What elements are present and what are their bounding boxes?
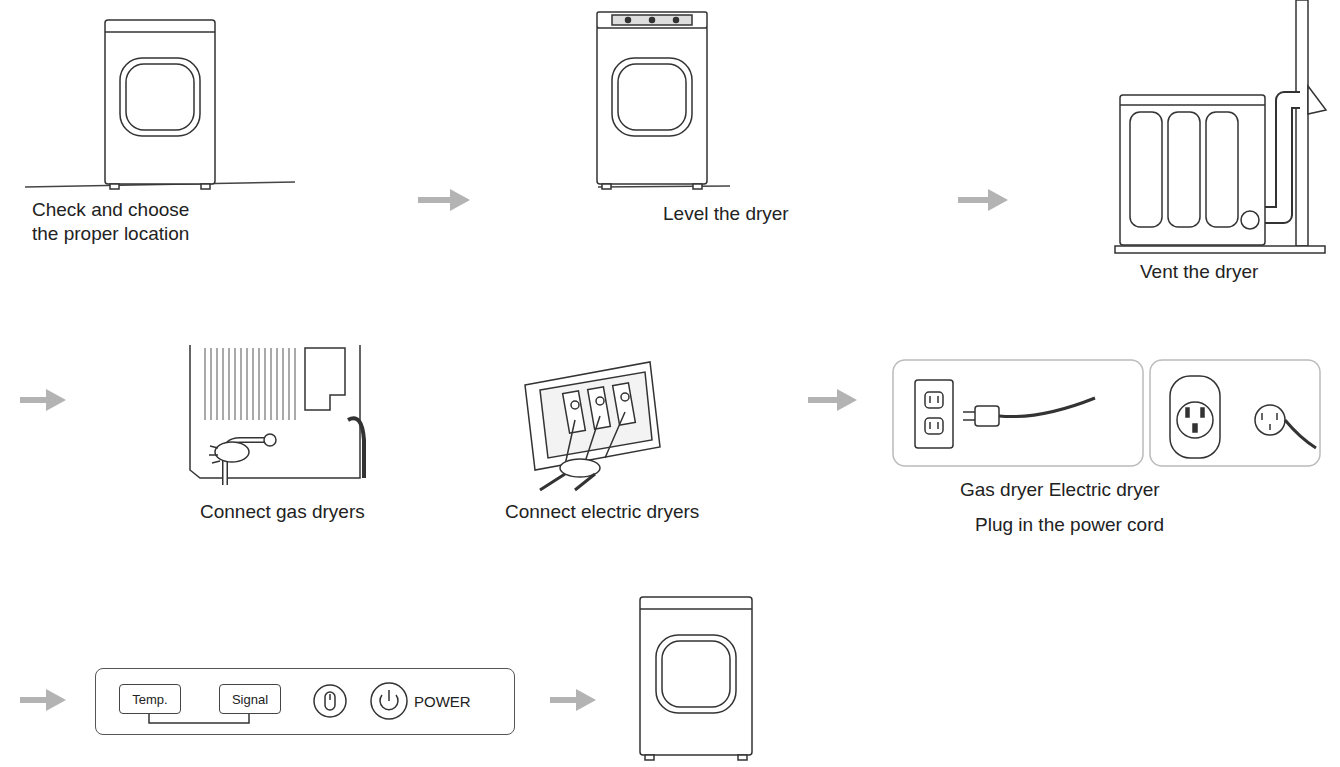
flow-arrow	[20, 389, 596, 711]
step-block: Connect electric dryers	[480, 335, 808, 535]
step-caption: Connect gas dryers	[200, 500, 365, 524]
arrow-shaft	[418, 197, 452, 203]
step-caption: Plug in the power cord	[975, 513, 1164, 537]
electric-connection	[525, 362, 660, 490]
gas-connection	[190, 345, 364, 485]
dryer-front	[25, 20, 295, 189]
arrow-shaft	[958, 197, 990, 203]
step-block: Gas dryer Electric dryerPlug in the powe…	[857, 340, 1330, 550]
flow-arrow	[958, 189, 1008, 211]
arrow-head	[988, 189, 1008, 211]
button-label: Signal	[232, 692, 268, 707]
step-block: Level the dryer	[470, 5, 958, 260]
step-block: Vent the dryer	[1008, 5, 1330, 288]
arrow-shaft	[808, 397, 839, 403]
panel-button: Temp.	[119, 684, 181, 714]
power-cord-plugs	[893, 360, 1320, 466]
button-label: Temp.	[132, 692, 167, 707]
dryer-ready	[640, 597, 752, 760]
flow-arrow	[808, 389, 857, 411]
step-caption: Vent the dryer	[1140, 260, 1258, 284]
panel-label: POWER	[414, 692, 471, 711]
dryer-level	[597, 12, 730, 189]
flow-arrow	[418, 189, 470, 211]
control-icons	[149, 683, 407, 723]
step-block: Connect gas dryers	[70, 335, 470, 535]
dryer-vent	[1115, 0, 1326, 253]
arrow-head	[450, 189, 470, 211]
step-caption: Connect electric dryers	[505, 500, 699, 524]
step-caption: Gas dryer Electric dryer	[960, 478, 1160, 502]
step-caption: Check and choose the proper location	[32, 198, 207, 246]
arrow-head	[837, 389, 857, 411]
control-panel: POWER Temp. Signal	[95, 668, 515, 735]
panel-button: Signal	[219, 684, 281, 714]
step-block: Check and choose the proper location	[20, 5, 418, 260]
step-caption: Level the dryer	[663, 202, 789, 226]
